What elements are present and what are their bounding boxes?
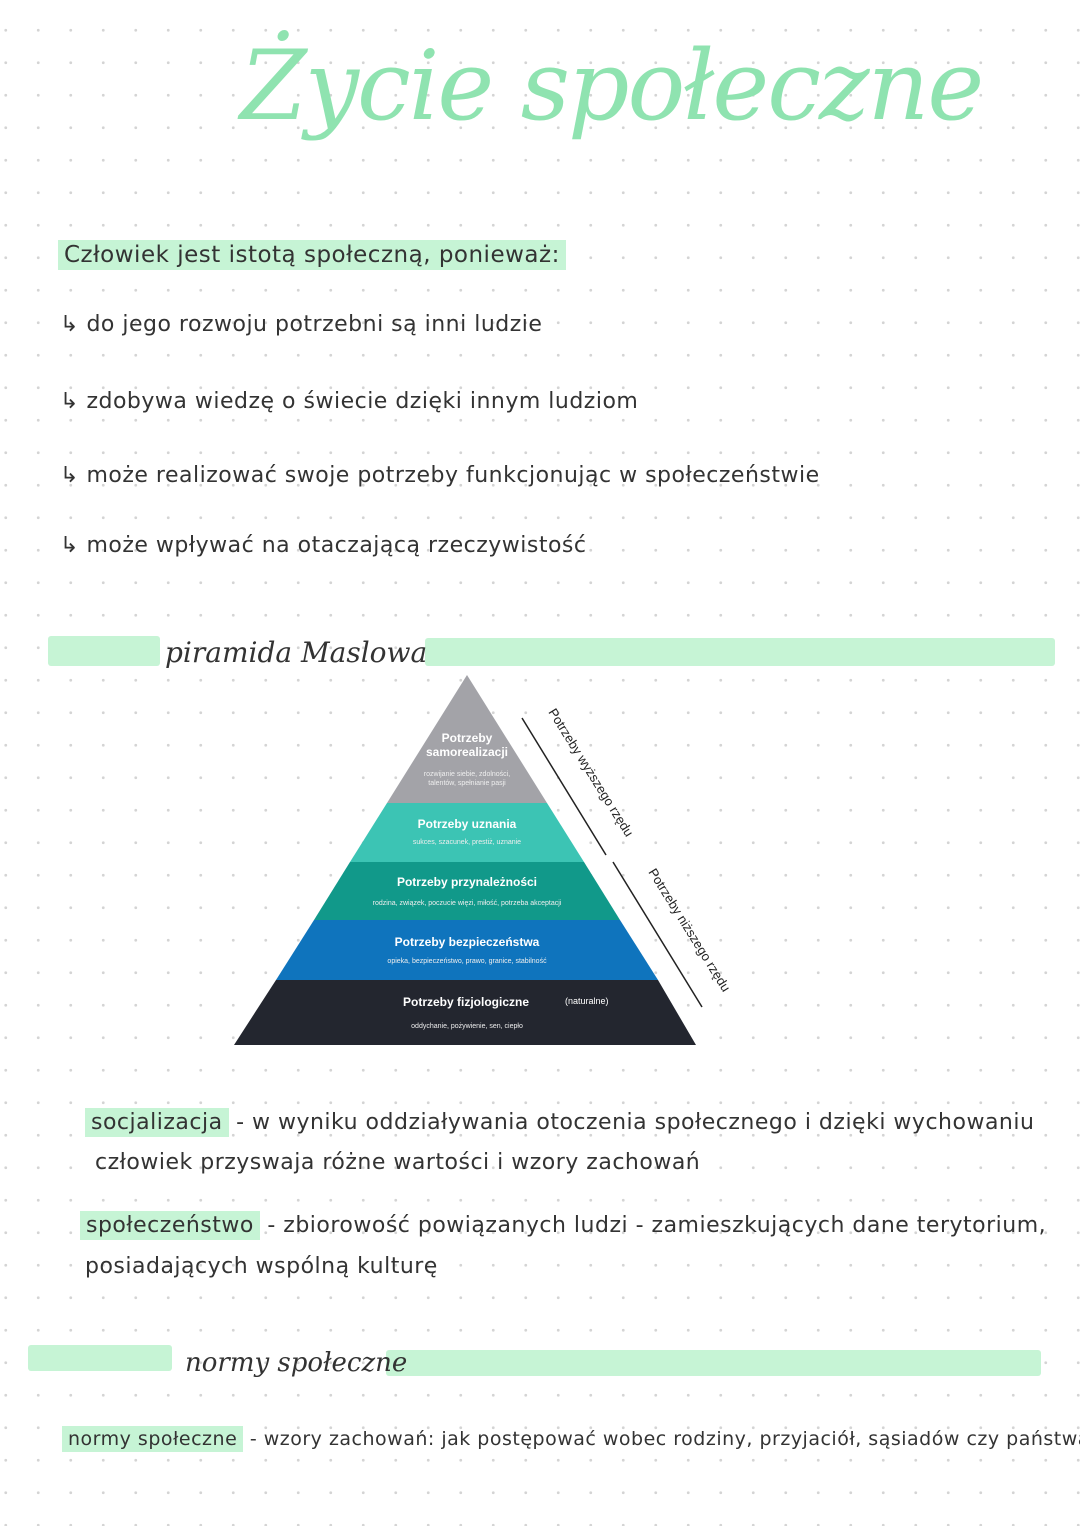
point-text: może wpływać na otaczającą rzeczywistość bbox=[86, 533, 587, 558]
term-highlight: normy społeczne bbox=[62, 1426, 244, 1452]
section-heading-norms: normy społeczne bbox=[185, 1348, 408, 1378]
level-name: Potrzeby bbox=[442, 731, 493, 745]
section-bar-left bbox=[48, 636, 160, 666]
definition-socjalizacja: socjalizacja - w wyniku oddziaływania ot… bbox=[85, 1108, 1035, 1137]
section-bar-right bbox=[425, 638, 1055, 666]
page-title: Życie społeczne bbox=[240, 30, 984, 142]
arrow-icon: ↳ bbox=[60, 463, 79, 488]
definition-text: - zbiorowość powiązanych ludzi - zamiesz… bbox=[267, 1213, 1047, 1238]
definition-text: posiadających wspólną kulturę bbox=[85, 1254, 438, 1279]
maslow-pyramid: Potrzeby samorealizacji rozwijanie siebi… bbox=[234, 675, 734, 1045]
intro-point: ↳ zdobywa wiedzę o świecie dzięki innym … bbox=[60, 389, 638, 414]
arrow-icon: ↳ bbox=[60, 312, 79, 337]
level-name: Potrzeby fizjologiczne bbox=[403, 995, 529, 1009]
section-bar-left bbox=[28, 1345, 172, 1371]
lower-needs-line bbox=[612, 861, 703, 1008]
higher-needs-label: Potrzeby wyższego rzędu bbox=[545, 706, 636, 840]
term-highlight: społeczeństwo bbox=[80, 1211, 260, 1240]
pyramid-level-physiological bbox=[234, 980, 696, 1045]
level-desc: opieka, bezpieczeństwo, prawo, granice, … bbox=[387, 958, 547, 965]
pyramid-level-self-actualization bbox=[387, 675, 547, 803]
definition-text: - w wyniku oddziaływania otoczenia społe… bbox=[236, 1110, 1035, 1135]
level-name: Potrzeby przynależności bbox=[397, 875, 537, 889]
level-desc: talentów, spełnianie pasji bbox=[428, 780, 506, 787]
definition-text: człowiek przyswaja różne wartości i wzor… bbox=[95, 1150, 701, 1175]
pyramid-level-safety bbox=[276, 920, 658, 980]
definition-text: - wzory zachowań: jak postępować wobec r… bbox=[249, 1428, 1080, 1450]
definition-spoleczenstwo: społeczeństwo - zbiorowość powiązanych l… bbox=[80, 1211, 1047, 1240]
pyramid-level-belonging bbox=[314, 862, 620, 920]
level-name: Potrzeby uznania bbox=[418, 817, 517, 831]
level-note: (naturalne) bbox=[565, 996, 609, 1006]
intro-point: ↳ może realizować swoje potrzeby funkcjo… bbox=[60, 463, 820, 488]
point-text: zdobywa wiedzę o świecie dzięki innym lu… bbox=[86, 389, 639, 414]
section-heading-maslow: piramida Maslowa bbox=[165, 636, 428, 669]
level-desc: sukces, szacunek, prestiż, uznanie bbox=[413, 839, 521, 846]
definition-normy: normy społeczne - wzory zachowań: jak po… bbox=[62, 1426, 1080, 1452]
lower-needs-label: Potrzeby niższego rzędu bbox=[645, 866, 733, 995]
term-highlight: socjalizacja bbox=[85, 1108, 229, 1137]
intro-point: ↳ może wpływać na otaczającą rzeczywisto… bbox=[60, 533, 586, 558]
point-text: do jego rozwoju potrzebni są inni ludzie bbox=[86, 312, 543, 337]
level-name: Potrzeby bezpieczeństwa bbox=[395, 935, 540, 949]
intro-point: ↳ do jego rozwoju potrzebni są inni ludz… bbox=[60, 312, 542, 337]
intro-heading: Człowiek jest istotą społeczną, ponieważ… bbox=[58, 240, 566, 270]
level-name: samorealizacji bbox=[426, 745, 508, 759]
level-desc: rodzina, związek, poczucie więzi, miłość… bbox=[373, 900, 562, 907]
point-text: może realizować swoje potrzeby funkcjonu… bbox=[86, 463, 820, 488]
higher-needs-line bbox=[521, 717, 607, 856]
arrow-icon: ↳ bbox=[60, 389, 79, 414]
arrow-icon: ↳ bbox=[60, 533, 79, 558]
level-desc: oddychanie, pożywienie, sen, ciepło bbox=[411, 1023, 523, 1030]
section-bar-right bbox=[386, 1350, 1041, 1376]
pyramid-level-esteem bbox=[350, 803, 584, 862]
level-desc: rozwijanie siebie, zdolności, bbox=[424, 771, 510, 778]
